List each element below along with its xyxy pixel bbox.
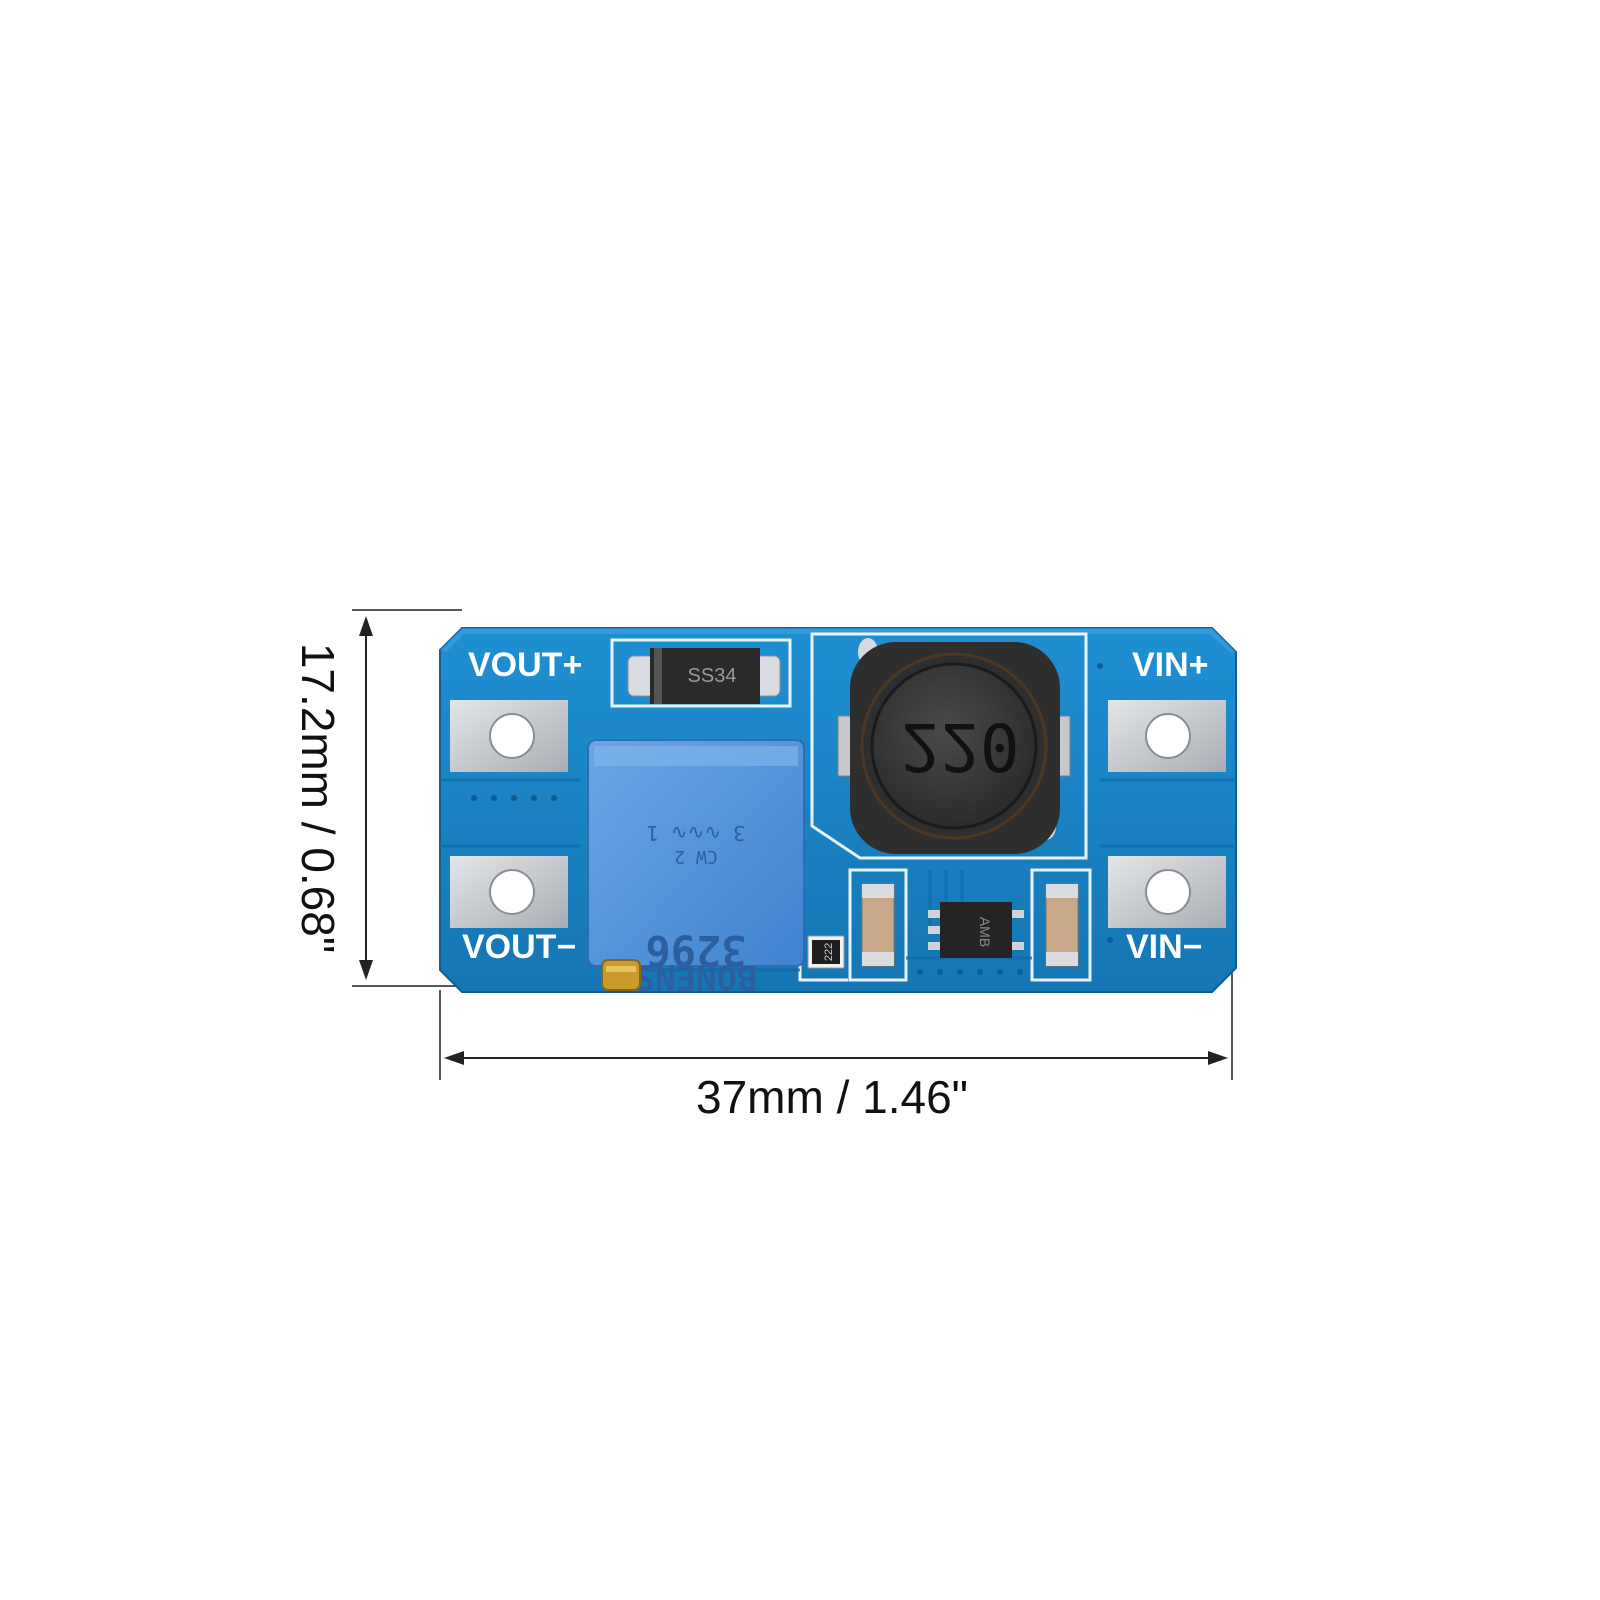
diode-marking: SS34 [688,665,737,687]
label-vout-plus: VOUT+ [468,646,582,684]
width-dimension-label: 37mm / 1.46" [696,1071,968,1123]
terminal-pad-vout-plus [450,700,568,772]
potentiometer-component: CW 2 3 ∿∿∿ 1 3296 BONENS [587,739,805,997]
inductor-marking: 220 [900,708,1019,785]
capacitor-right [1045,883,1079,967]
pot-brand-marking: BONENS [635,957,758,997]
regulator-ic: AMB [928,902,1024,958]
pot-model-marking: 3296 [645,926,746,975]
pot-cw-marking: CW 2 [674,846,717,867]
terminal-pad-vout-minus [450,856,568,928]
resistor-component: 222 [807,935,845,969]
label-vout-minus: VOUT− [462,928,576,966]
terminal-pad-vin-plus [1108,700,1226,772]
label-vin-minus: VIN− [1126,928,1203,966]
height-dimension-label: 17.2mm / 0.68" [292,643,344,953]
label-vin-plus: VIN+ [1132,646,1209,684]
pot-pin-markings: 3 ∿∿∿ 1 [647,821,745,845]
ic-marking: AMB [977,917,993,947]
resistor-marking: 222 [823,943,835,961]
terminal-pad-vin-minus [1108,856,1226,928]
dimension-lines [352,609,1233,1080]
diode-component: SS34 [627,648,781,704]
inductor-component: 220 [837,638,1071,854]
capacitor-left [861,883,895,967]
pcb-board: VOUT+ VOUT− VIN+ VIN− SS34 220 [439,627,1237,997]
